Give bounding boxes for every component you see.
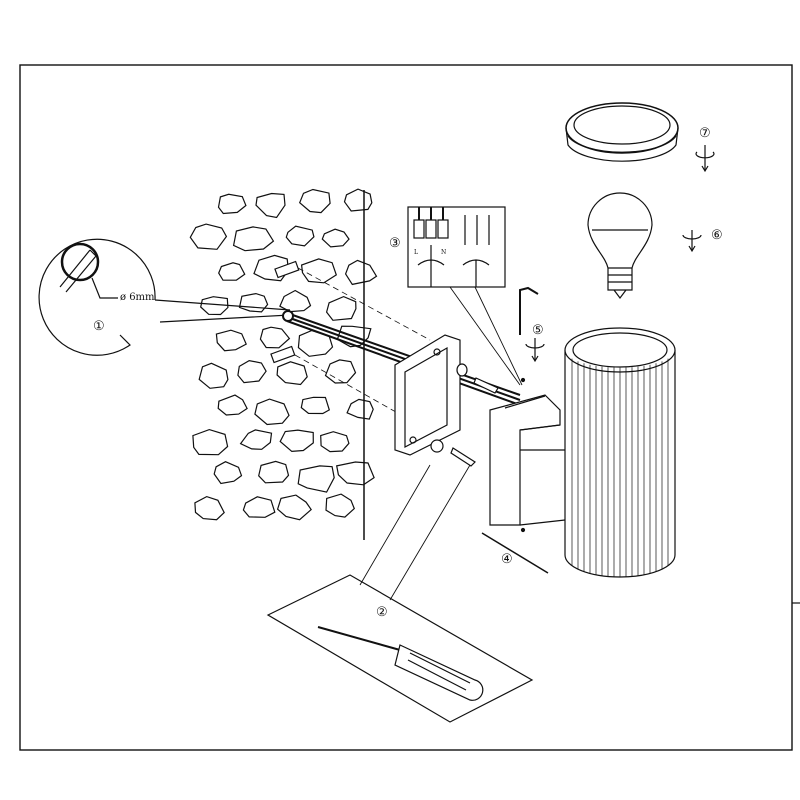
stone bbox=[344, 259, 378, 286]
stone bbox=[279, 429, 314, 453]
screws bbox=[430, 363, 526, 533]
stone bbox=[336, 325, 372, 348]
frame-border bbox=[19, 64, 793, 751]
stone bbox=[346, 398, 374, 420]
stone bbox=[300, 258, 338, 284]
stone bbox=[320, 431, 350, 453]
stone bbox=[276, 361, 308, 386]
stone bbox=[213, 461, 243, 485]
stone bbox=[254, 398, 290, 426]
step-2-label: ② bbox=[376, 605, 388, 620]
step-3-label: ③ bbox=[389, 236, 401, 251]
lamp-cylinder bbox=[564, 327, 676, 578]
stone bbox=[321, 228, 350, 248]
stone bbox=[217, 193, 247, 215]
stone bbox=[242, 496, 276, 518]
stone bbox=[298, 188, 331, 214]
stone bbox=[198, 362, 229, 389]
terminal-neutral-label: N bbox=[441, 249, 447, 256]
stone bbox=[324, 359, 357, 384]
stone bbox=[218, 262, 246, 281]
allen-key-icon bbox=[519, 286, 539, 335]
stone bbox=[238, 292, 269, 313]
step-4-label: ④ bbox=[501, 552, 513, 567]
stone bbox=[279, 289, 312, 313]
stone bbox=[217, 394, 248, 416]
drill-bit-icon bbox=[59, 249, 97, 293]
stone bbox=[232, 226, 275, 252]
stone bbox=[189, 223, 228, 250]
wiring-detail bbox=[407, 206, 523, 386]
stone bbox=[343, 188, 373, 212]
stone bbox=[253, 254, 290, 282]
step-5-label: ⑤ bbox=[532, 323, 544, 338]
wall-plugs bbox=[270, 260, 431, 421]
stone bbox=[300, 396, 331, 415]
step-6-label: ⑥ bbox=[711, 228, 723, 243]
lamp-bracket bbox=[481, 394, 566, 574]
stone bbox=[325, 493, 356, 518]
drill-size-label: ø 6mm bbox=[120, 292, 155, 303]
stone bbox=[276, 494, 312, 521]
lamp-cap bbox=[565, 102, 679, 162]
stone bbox=[258, 460, 290, 484]
screwdriver-panel bbox=[266, 464, 534, 723]
stone bbox=[335, 461, 375, 486]
light-bulb bbox=[587, 192, 653, 299]
stone bbox=[259, 326, 291, 349]
stone-wall bbox=[189, 188, 378, 521]
stone bbox=[325, 295, 357, 321]
drill-detail-magnifier bbox=[38, 238, 291, 356]
stone bbox=[237, 359, 267, 384]
stone bbox=[285, 225, 315, 247]
stone bbox=[297, 329, 334, 357]
stone bbox=[297, 465, 335, 493]
terminal-live-label: L bbox=[414, 249, 418, 256]
mounting-plate bbox=[394, 334, 461, 456]
step-1-label: ① bbox=[93, 319, 105, 334]
stone bbox=[194, 495, 225, 521]
stone bbox=[192, 428, 229, 456]
stone bbox=[215, 329, 247, 352]
screwdriver-icon bbox=[317, 626, 401, 651]
drill-hole-icon bbox=[60, 242, 100, 282]
step-7-label: ⑦ bbox=[699, 126, 711, 141]
stone bbox=[239, 429, 273, 450]
stone bbox=[255, 192, 286, 219]
